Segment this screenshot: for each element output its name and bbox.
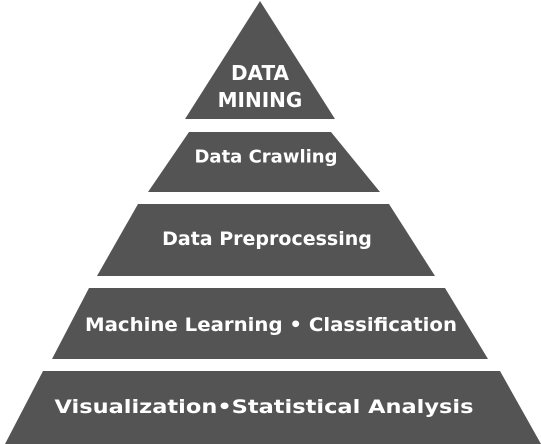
pyramid-apex-label-line-2: MINING <box>218 88 303 112</box>
data-preprocessing-band <box>97 204 435 276</box>
data-crawling-label: Data Crawling <box>194 147 337 168</box>
visualization-band <box>5 371 541 444</box>
pyramid-tier-data-preprocessing: Data Preprocessing <box>97 204 435 276</box>
data-preprocessing-label: Data Preprocessing <box>162 228 372 250</box>
machine-learning-label: Machine Learning • Classification <box>85 314 457 336</box>
pyramid-tier-machine-learning: Machine Learning • Classification <box>52 288 488 359</box>
pyramid-tier-apex: DATA MINING <box>185 1 335 119</box>
pyramid-tier-data-crawling: Data Crawling <box>148 132 380 192</box>
pyramid-tier-visualization: Visualization•Statistical Analysis <box>5 371 541 444</box>
pyramid-apex-shape <box>185 1 335 119</box>
data-crawling-band <box>148 132 380 192</box>
pyramid-apex-label-line-1: DATA <box>231 61 290 85</box>
visualization-label: Visualization•Statistical Analysis <box>55 396 474 418</box>
machine-learning-band <box>52 288 488 359</box>
